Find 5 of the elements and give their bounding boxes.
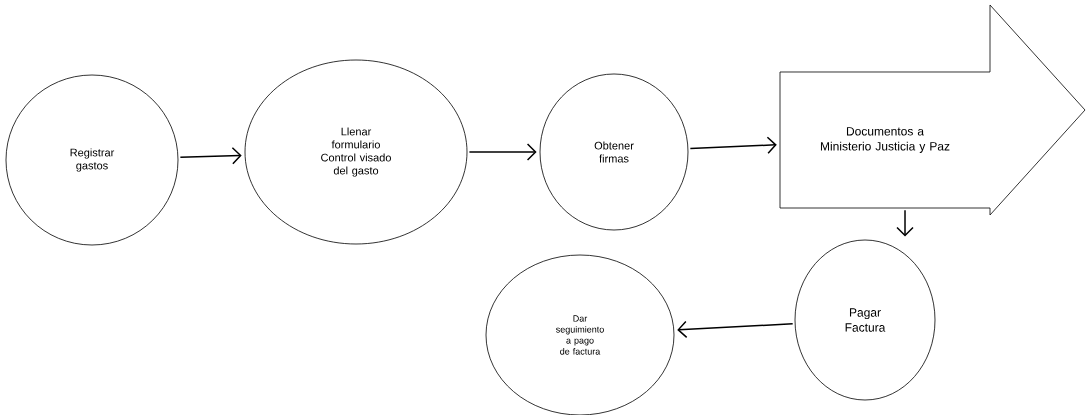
arrow	[468, 143, 537, 161]
arrow	[689, 136, 777, 154]
arrow	[179, 147, 242, 165]
arrow	[677, 320, 794, 339]
arrow	[896, 209, 914, 237]
